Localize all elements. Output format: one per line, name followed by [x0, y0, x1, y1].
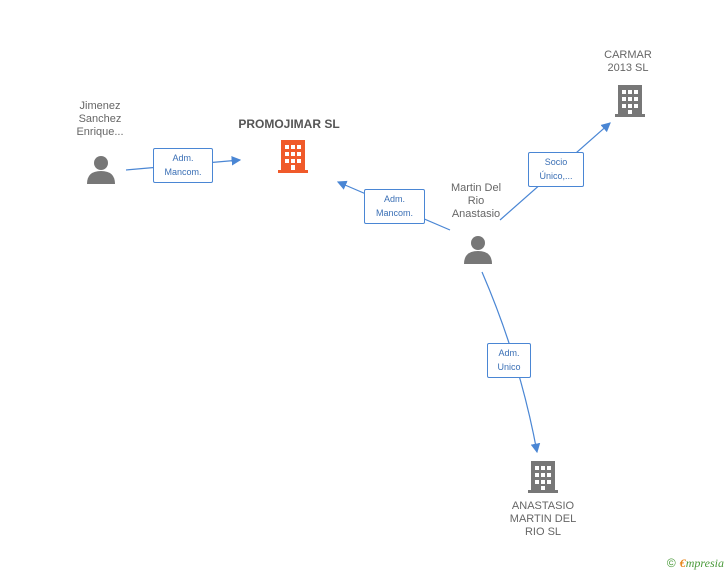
node-label-carmar[interactable]: CARMAR 2013 SL [590, 49, 666, 75]
node-label-jimenez[interactable]: Jimenez Sanchez Enrique... [60, 100, 140, 139]
node-label-anastasio-sl[interactable]: ANASTASIO MARTIN DEL RIO SL [500, 500, 586, 539]
label-line: Mancom. [164, 167, 202, 177]
person-icon[interactable] [87, 156, 115, 184]
label-line: Jimenez [79, 100, 121, 112]
edge-label-jimenez-promojimar[interactable]: Adm. Mancom. [153, 148, 213, 183]
label-line: Adm. [498, 348, 520, 358]
node-label-martin[interactable]: Martin Del Rio Anastasio [436, 182, 516, 221]
brand-logo-e: € [679, 556, 686, 570]
copyright-icon: © [666, 556, 676, 570]
label-line: Martin Del [450, 182, 502, 194]
label-line: Adm. [383, 194, 405, 204]
building-icon[interactable] [615, 85, 645, 117]
label-line: Único,... [539, 171, 573, 181]
edge-label-martin-anastasio[interactable]: Adm. Unico [487, 343, 531, 378]
label-line: Enrique... [76, 126, 124, 138]
label-line: ANASTASIO [511, 500, 575, 512]
label-line: MARTIN DEL [509, 513, 577, 525]
label-line: Mancom. [375, 208, 413, 218]
label-line: Anastasio [451, 208, 501, 220]
label-line: Sanchez [78, 113, 122, 125]
label-line: Adm. [172, 153, 194, 163]
brand-footer[interactable]: ©€mpresia [667, 556, 724, 571]
building-icon[interactable] [278, 140, 308, 173]
label-line: 2013 SL [607, 62, 649, 74]
label-line: CARMAR [604, 49, 652, 61]
label-line: Rio [467, 195, 485, 207]
label-line: Socio [544, 157, 568, 167]
person-icon[interactable] [464, 236, 492, 264]
node-label-promojimar[interactable]: PROMOJIMAR SL [238, 117, 340, 131]
edge-label-martin-promojimar[interactable]: Adm. Mancom. [364, 189, 425, 224]
brand-name: mpresia [685, 556, 724, 570]
building-icon[interactable] [528, 461, 558, 493]
label-line: Unico [497, 362, 521, 372]
edge-label-martin-carmar[interactable]: Socio Único,... [528, 152, 584, 187]
label-line: RIO SL [524, 526, 562, 538]
